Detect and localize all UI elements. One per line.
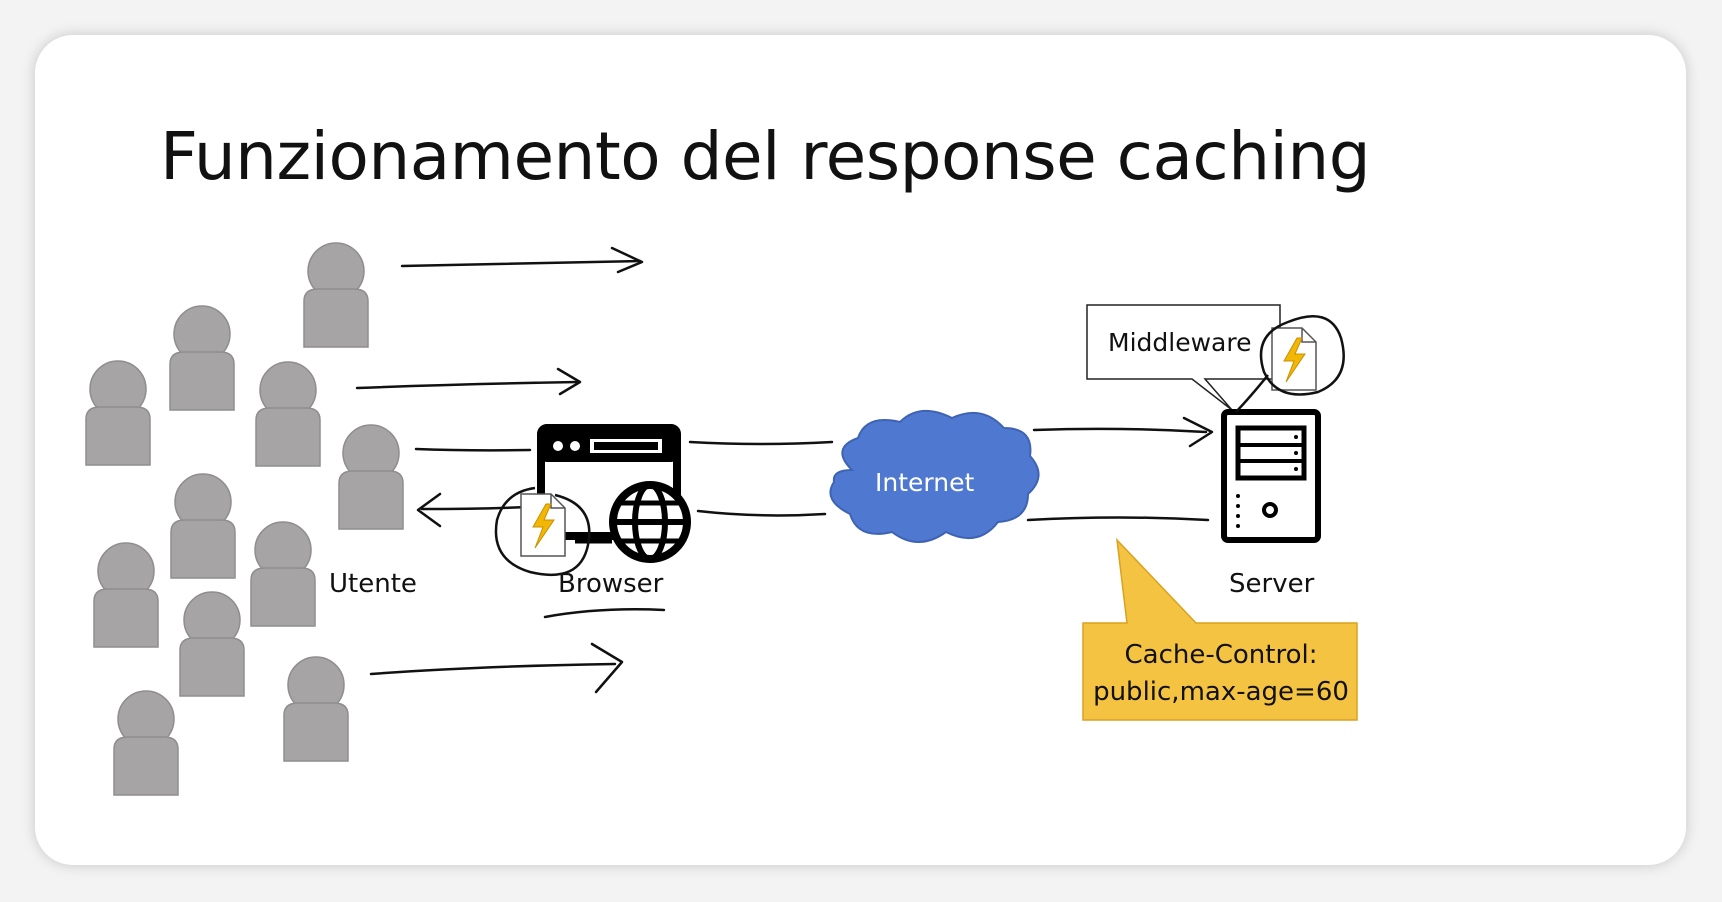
middleware-label: Middleware (1108, 328, 1252, 357)
person-icon (169, 305, 235, 411)
person-icon (250, 521, 316, 627)
hand-circle (494, 486, 591, 577)
document-bolt-icon (1271, 327, 1317, 391)
response-line (1026, 516, 1210, 522)
speech-bubble (1086, 304, 1281, 411)
hand-circle (1259, 314, 1345, 396)
arrow-head (416, 492, 442, 528)
cloud-icon (829, 410, 1040, 543)
arrow-head (610, 246, 644, 274)
server-tower-icon (1221, 409, 1321, 543)
person-icon (283, 656, 349, 762)
person-icon (170, 473, 236, 579)
document-bolt-icon (520, 493, 566, 557)
request-arrows (355, 246, 1214, 694)
response-line (420, 505, 530, 511)
person-icon (179, 591, 245, 697)
person-icon (255, 361, 321, 467)
arrow-line (355, 380, 580, 390)
arrow-line (688, 440, 834, 446)
arrow-line (400, 259, 642, 268)
arrow-head (1182, 416, 1214, 448)
arrow-line (414, 447, 532, 452)
globe-icon (609, 481, 691, 563)
person-icon (303, 242, 369, 348)
hand-pointer-line (1235, 374, 1269, 413)
arrow-line (1032, 427, 1208, 434)
server-label: Server (1229, 569, 1315, 599)
cache-control-text: Cache-Control: public,max-age=60 (1086, 637, 1356, 711)
person-icon (338, 424, 404, 530)
cache-control-line1: Cache-Control: (1124, 640, 1318, 670)
page-title: Funzionamento del response caching (160, 118, 1371, 195)
person-icon (85, 360, 151, 466)
user-crowd (85, 242, 404, 796)
utente-label: Utente (329, 569, 417, 599)
cache-control-callout (1082, 537, 1358, 721)
browser-label: Browser (558, 569, 664, 599)
arrow-line (543, 608, 666, 619)
cache-control-line2: public,max-age=60 (1093, 677, 1349, 707)
arrow-head (556, 367, 582, 396)
person-icon (113, 690, 179, 796)
internet-label: Internet (875, 468, 975, 497)
response-line (696, 509, 827, 517)
arrow-line (369, 662, 617, 676)
arrow-head (590, 642, 624, 694)
person-icon (93, 542, 159, 648)
